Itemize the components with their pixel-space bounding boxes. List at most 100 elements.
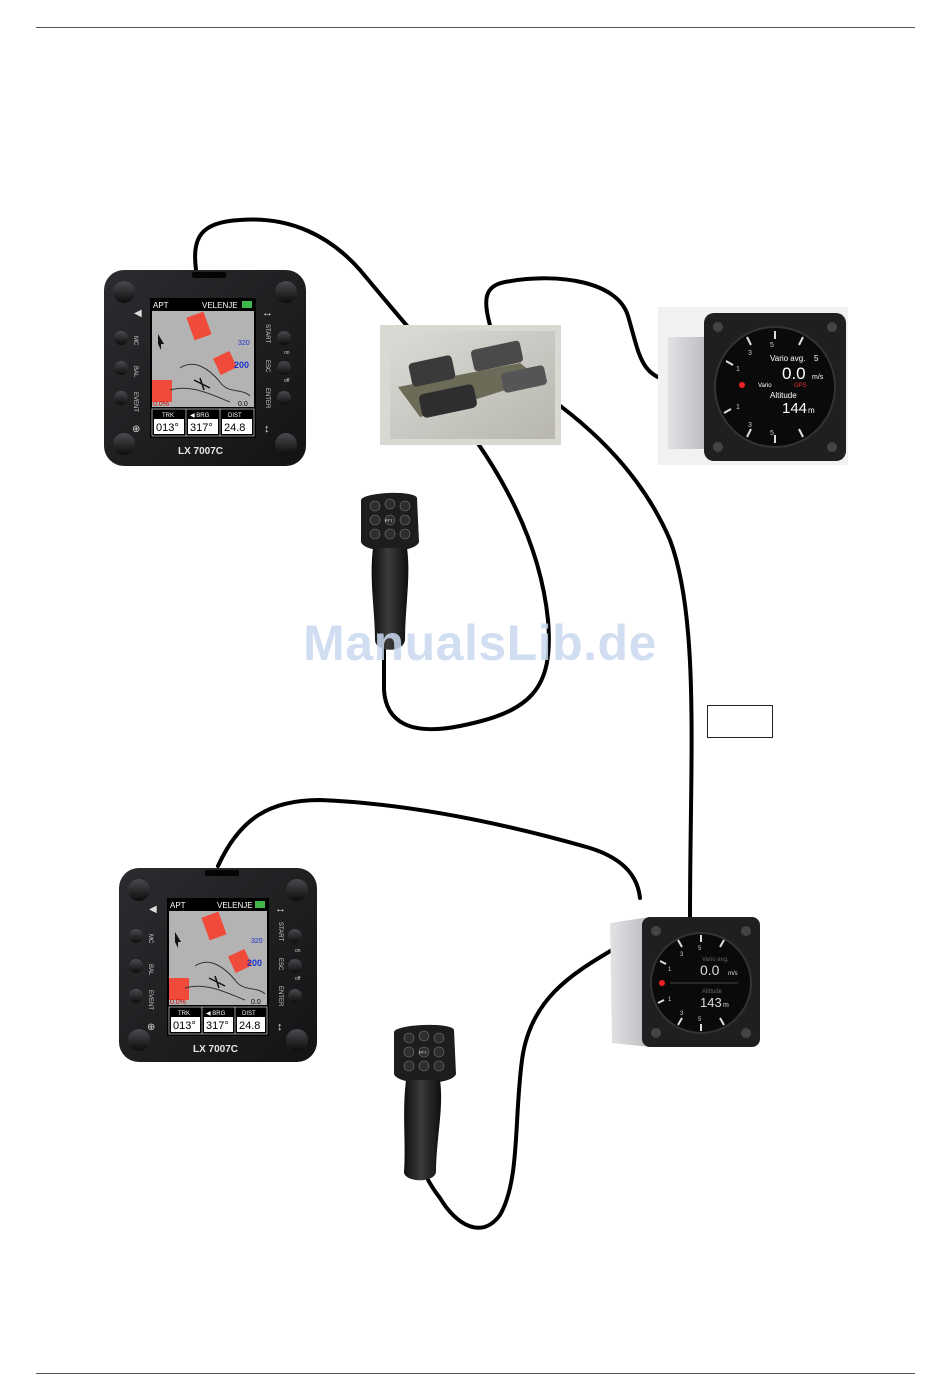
lx-button-left-1[interactable] (114, 331, 128, 345)
lx-button-right-1[interactable] (288, 929, 302, 943)
vario-face (714, 326, 836, 448)
stick-button-ptt[interactable] (384, 514, 396, 526)
glider-icon (175, 932, 181, 948)
lx-knob-label-on: on (295, 948, 301, 954)
lx-button-right-1[interactable] (277, 331, 291, 345)
lx-side-label-left-3: EVENT (132, 392, 138, 412)
lx-button-left-1[interactable] (129, 929, 143, 943)
lx-button-left-3[interactable] (129, 989, 143, 1003)
airspace-zone (152, 380, 172, 402)
vario-scale: 1 (668, 967, 672, 973)
lx-knob-bottom-left[interactable] (128, 1029, 150, 1051)
stick-buttons (403, 1030, 445, 1072)
vario-housing (668, 337, 708, 449)
lx-knob-bottom-left[interactable] (113, 433, 135, 455)
lx-button-left-2[interactable] (114, 361, 128, 375)
db9-connector (471, 340, 523, 372)
lx-pct: 0.0% (170, 999, 186, 1006)
arrows-lr-icon: ↔ (262, 307, 273, 319)
vario-unit-avg: m/s (812, 374, 824, 381)
stick-button[interactable] (384, 528, 396, 540)
stick-button[interactable] (369, 514, 381, 526)
watermark-text: ManualsLib.de (303, 615, 657, 671)
stick-grip (371, 548, 409, 650)
stick-button[interactable] (433, 1046, 445, 1058)
stick-button[interactable] (418, 1060, 430, 1072)
cable-splitter-to-stick-top (382, 410, 551, 732)
lx-knob-bottom-right[interactable] (275, 433, 297, 455)
stick-button[interactable] (418, 1030, 430, 1042)
lx-trk-value: 013° (156, 422, 179, 434)
cable-splitter-to-vario-top (484, 276, 682, 384)
stick-button[interactable] (399, 528, 411, 540)
airspace-zone (169, 978, 189, 1000)
stick-button[interactable] (369, 528, 381, 540)
lx-knob-top-left[interactable] (128, 879, 150, 901)
empty-label-box (707, 705, 773, 738)
stick-grip (404, 1080, 442, 1181)
lx-value-right: 0.0 (251, 999, 261, 1006)
cables (193, 217, 694, 1230)
lx-screen-header-right: VELENJE (217, 901, 253, 910)
vario-bottom: 5 3 1 1 3 5 Vario avg. 0.0 m/s Altitude … (610, 917, 760, 1047)
vario-screw (741, 1028, 751, 1038)
lx-screen-header-right: VELENJE (202, 301, 238, 310)
lx-knob-top-right[interactable] (286, 879, 308, 901)
lx-knob-label-off: off (284, 378, 290, 384)
lx-side-label-left-2: BAL (147, 964, 153, 976)
vario-scale: 1 (736, 404, 740, 411)
lx-model-label: LX 7007C (178, 446, 223, 457)
stick-button[interactable] (399, 500, 411, 512)
cable-vario-bottom-to-stick-bottom (424, 948, 614, 1230)
lx-button-right-2[interactable] (288, 959, 302, 973)
lx-nav-strip: TRK ◀ BRG DIST 013° 317° 24.8 (168, 1006, 268, 1035)
vario-label-altitude: Altitude (702, 989, 723, 995)
stick-button[interactable] (399, 514, 411, 526)
vario-value-avg: 0.0 (782, 364, 806, 383)
vario-value-altitude: 144 (782, 400, 807, 417)
lx-side-label-right-2: ESC (264, 360, 270, 373)
lx-alt-upper: 320 (251, 938, 263, 945)
cable-lx-bottom-to-vario-bottom (216, 797, 642, 900)
vario-screw (651, 1028, 661, 1038)
lx-knob-label-on: on (284, 350, 290, 356)
lx-brg-label: ◀ BRG (206, 1011, 226, 1017)
lx-screen-header-left: APT (153, 301, 169, 310)
terrain-outline (184, 985, 246, 1001)
stick-button[interactable] (384, 498, 396, 510)
lx-button-left-2[interactable] (129, 959, 143, 973)
lx-button-right-3[interactable] (288, 989, 302, 1003)
lx-button-right-2[interactable] (277, 361, 291, 375)
lx-knob-top-right[interactable] (275, 281, 297, 303)
stick-button[interactable] (403, 1060, 415, 1072)
vario-scale: 1 (736, 366, 740, 373)
airspace-zone (213, 351, 237, 375)
lx-button-right-3[interactable] (277, 391, 291, 405)
vario-label-avg-num: 5 (814, 354, 819, 363)
stick-button-ptt[interactable] (418, 1046, 430, 1058)
vario-indicator-red (659, 980, 665, 986)
lx-model-label: LX 7007C (193, 1044, 238, 1055)
stick-button[interactable] (403, 1046, 415, 1058)
lx-dist-value: 24.8 (239, 1020, 260, 1032)
lx-dist-value: 24.8 (224, 422, 245, 434)
lx-side-label-right-2: ESC (277, 958, 283, 971)
lx-knob-top-left[interactable] (113, 281, 135, 303)
vario-unit-avg: m/s (728, 971, 738, 977)
vario-screw (827, 322, 837, 332)
vario-scale: 3 (748, 350, 752, 357)
stick-button[interactable] (403, 1032, 415, 1044)
vario-ticks (657, 935, 725, 1031)
remote-stick-top: PTT (361, 492, 419, 650)
stick-button[interactable] (433, 1060, 445, 1072)
lx-dist-label: DIST (242, 1011, 256, 1017)
lx-side-label-left-2: BAL (132, 366, 138, 378)
stick-button[interactable] (433, 1032, 445, 1044)
lx-sd-slot (192, 272, 226, 278)
lx-dist-label: DIST (228, 413, 242, 419)
lx-knob-bottom-right[interactable] (286, 1029, 308, 1051)
db9-connector (501, 365, 547, 393)
lx-button-left-3[interactable] (114, 391, 128, 405)
vario-scale: 1 (668, 997, 672, 1003)
stick-button[interactable] (369, 500, 381, 512)
